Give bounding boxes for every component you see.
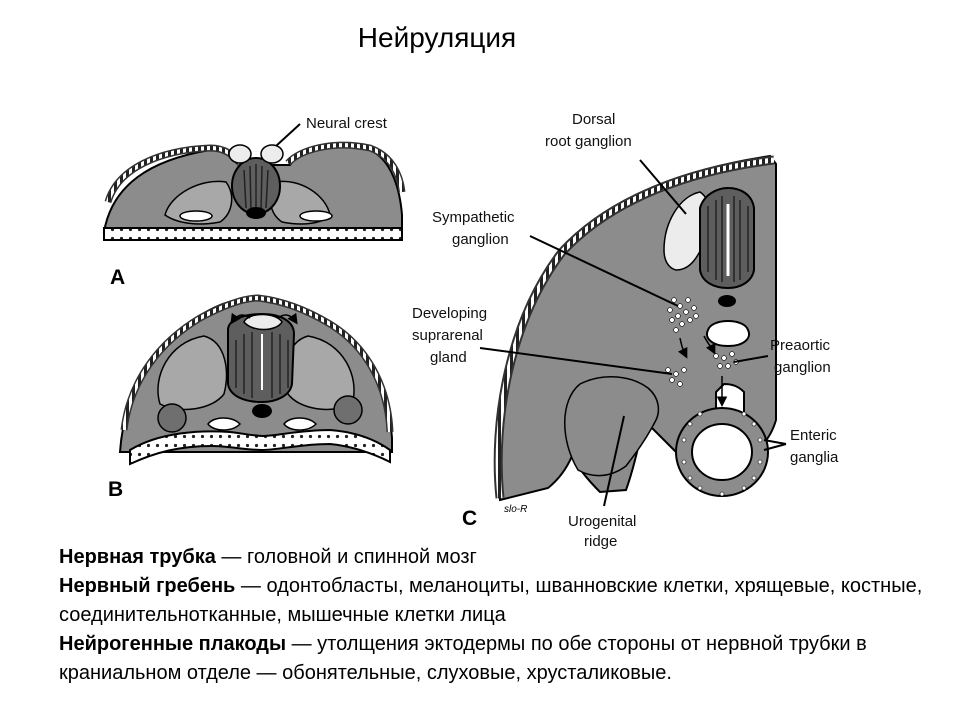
desc-placodes: — утолщения эктодермы по обе стороны от … (59, 633, 867, 684)
label-suprarenal-line1: Developing (412, 305, 487, 322)
panel-a-section: Neural crest A (102, 115, 406, 289)
panel-c-tube-lines (707, 196, 749, 282)
pointer-urogenital (603, 415, 625, 507)
panel-a-aorta-left (179, 210, 213, 222)
label-enteric-line1: Enteric (790, 427, 837, 444)
panel-a-notochord (246, 207, 266, 219)
panel-c-gut-lumen (691, 423, 753, 481)
body-text: Нервная трубка — головной и спинной мозг… (59, 543, 939, 688)
term-neural-crest: Нервный гребень (59, 575, 236, 597)
panel-b-ganglion-right (333, 395, 363, 425)
panel-c-urogenital-ridge (564, 376, 660, 477)
label-urogenital-line2: ridge (584, 533, 617, 550)
pointer-sympathetic (529, 235, 679, 307)
panel-b-ganglion-left (157, 403, 187, 433)
panel-b-endoderm (129, 428, 391, 466)
label-preaortic-line1: Preaortic (770, 337, 831, 354)
label-enteric-line2: ganglia (790, 449, 839, 466)
panel-c-arrow-down-right (703, 335, 716, 355)
label-drg-line2: root ganglion (545, 133, 632, 150)
panel-b-aorta-right (283, 417, 318, 431)
panel-a-letter: A (110, 266, 125, 289)
paragraph-neural-tube: Нервная трубка — головной и спинной мозг (59, 543, 939, 572)
pointer-drg (639, 159, 687, 215)
panel-a-aorta-right (299, 210, 333, 222)
panel-b-somite-left (157, 335, 228, 411)
label-sympathetic-line2: ganglion (452, 231, 509, 248)
panel-a-pointer (275, 123, 301, 147)
pointer-preaortic (733, 355, 769, 363)
term-placodes: Нейрогенные плакоды (59, 633, 287, 655)
panel-a-crest-right (260, 144, 284, 164)
panel-b-notochord (252, 404, 272, 418)
label-sympathetic-line1: Sympathetic (432, 209, 515, 226)
panel-b-section: B (108, 294, 394, 501)
label-suprarenal-line2: suprarenal (412, 327, 483, 344)
desc-neural-tube: — головной и спинной мозг (215, 546, 477, 568)
panel-b-crest-cap (243, 313, 283, 331)
panel-c-section: Dorsal root ganglion Sympathetic ganglio… (412, 111, 839, 550)
panel-a-groove-lines (243, 164, 269, 214)
panel-b-arrow-right (277, 312, 298, 325)
label-neural-crest: Neural crest (306, 115, 388, 132)
panel-a-endoderm (103, 227, 403, 241)
paragraph-placodes: Нейрогенные плакоды — утолщения эктодерм… (59, 630, 939, 688)
desc-neural-crest: — одонтобласты, меланоциты, шванновские … (59, 575, 923, 626)
panel-c-letter: C (462, 507, 477, 530)
artist-signature: slo-R (504, 504, 527, 515)
label-suprarenal-line3: gland (430, 349, 467, 366)
panel-c-crest-cells (665, 297, 763, 497)
panel-b-ectoderm-light (122, 295, 392, 433)
term-neural-tube: Нервная трубка (59, 546, 216, 568)
panel-b-tube-lines (235, 332, 289, 398)
pointer-enteric (763, 439, 787, 451)
panel-a-crest-left (228, 144, 252, 164)
panel-b-arrow-left (230, 312, 251, 325)
slide-title: Нейруляция (357, 22, 517, 53)
panel-b-letter: B (108, 478, 123, 501)
paragraph-neural-crest: Нервный гребень — одонтобласты, меланоци… (59, 572, 939, 630)
pointer-suprarenal (479, 347, 673, 375)
panel-c-notochord (718, 295, 736, 307)
label-preaortic-line2: ganglion (774, 359, 831, 376)
label-drg-line1: Dorsal (572, 111, 615, 128)
panel-c-arrow-down-left (677, 337, 688, 359)
label-urogenital-line1: Urogenital (568, 513, 636, 530)
panel-c-aorta (706, 320, 750, 348)
panel-b-aorta-left (207, 417, 242, 431)
